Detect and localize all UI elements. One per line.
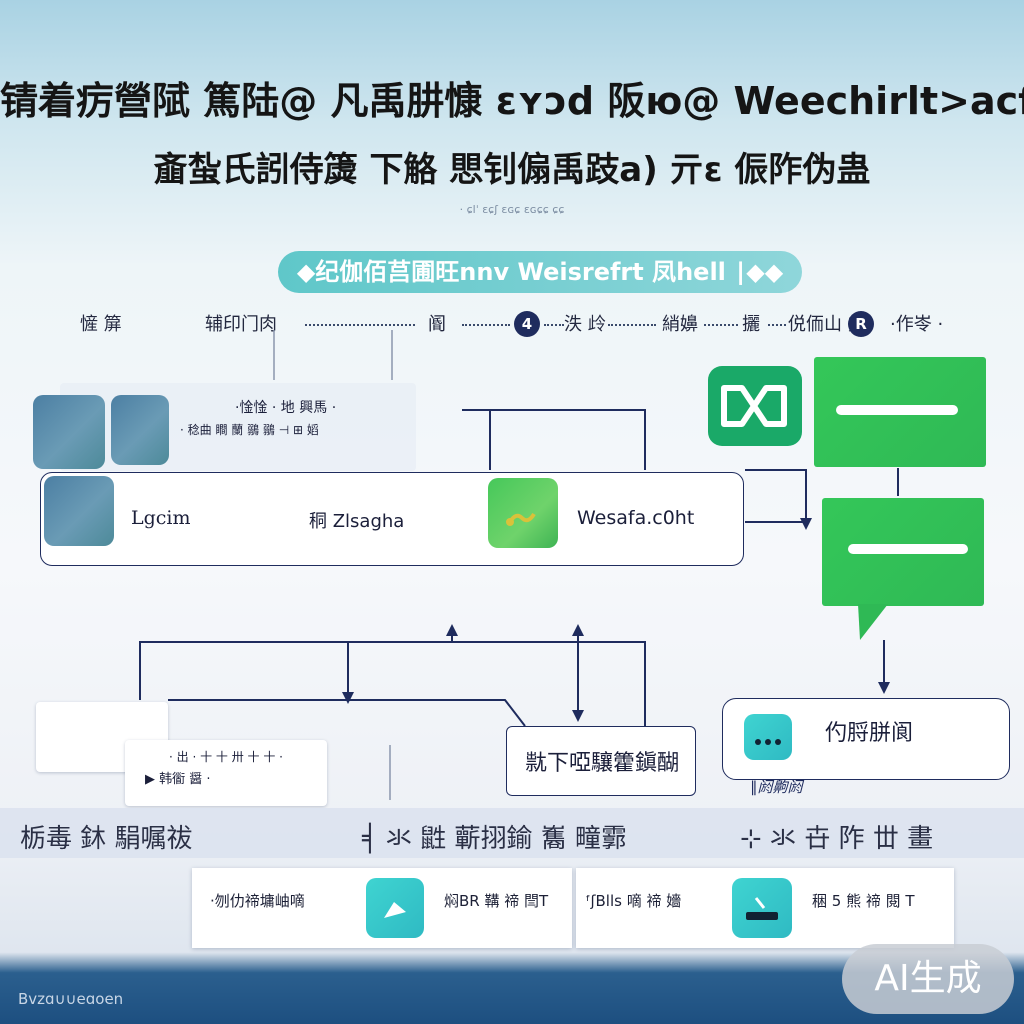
step-label: 綃嬶	[662, 314, 698, 335]
right-result-panel: 仢脟胼阆	[722, 698, 1010, 780]
feature-card: ·刎仂禘墉岫嘀 焖BR 鞲 禘 閆T	[192, 868, 572, 948]
ai-generated-badge: AI生成	[842, 944, 1014, 1014]
step-label: 㦃 箳	[80, 314, 122, 335]
chat-icon	[744, 714, 792, 760]
main-label-b: 秱 Zlsagha	[309, 511, 405, 532]
app-tile-icon	[111, 395, 169, 465]
plane-icon	[384, 902, 406, 918]
dotted-connector	[544, 324, 564, 326]
link-icon	[506, 512, 536, 526]
dotted-connector	[768, 324, 786, 326]
lower-left-detail-box: · 出 · 十 十 卅 十 十 · ▶ 韩衟 醤 ·	[125, 740, 327, 806]
panel-line-2: · 稔曲 瞷 蘭 鶸 鶸 ⊣ ⊞ 嫍	[180, 423, 319, 437]
step-number-badge: 4	[514, 311, 540, 337]
step-label: 侻侕山 杰	[788, 314, 866, 335]
step-label: 攦	[742, 314, 760, 335]
chat-bubble	[822, 498, 984, 606]
dots-icon	[755, 739, 781, 745]
lower-center-label: 㞊下啞驤籗鎭醐	[525, 751, 680, 776]
main-flow-panel: Lgcim 秱 Zlsagha Wesafa.c0ht	[40, 472, 744, 566]
card-text-right: 焖BR 鞲 禘 閆T	[444, 892, 549, 910]
main-label-c: Wesafa.c0ht	[577, 507, 695, 529]
main-label-a: Lgcim	[131, 507, 191, 529]
step-label: 泆 㱓	[564, 314, 606, 335]
lower-center-panel: 㞊下啞驤籗鎭醐	[506, 726, 696, 796]
dotted-connector	[305, 324, 415, 326]
feature-card: ᶠʃBlls 嘀 禘 嬙 稇 5 熊 禘 閱 T	[576, 868, 954, 948]
bubble-line	[836, 405, 958, 415]
title-line-1: 锖着疠營陚 篤陆@ 凡禹肼慷 ɛʏɔd 阪ю@ Weechirlt>acf·	[0, 79, 1024, 123]
app-tile-icon	[33, 395, 105, 469]
card-text-left: ·刎仂禘墉岫嘀	[210, 892, 305, 910]
tray-icon	[746, 897, 778, 920]
section-banner: ◆纪伽佰莒圃旺nnv Weisrefrt 凤hell ∣◆◆	[278, 251, 802, 293]
panel-line-1: ·惍惍 · 地 興馬 ·	[235, 400, 337, 416]
step-label: ·作岺 ·	[890, 314, 944, 335]
step-row: 㦃 箳 辅印门肉 阍 4 泆 㱓 綃嬶 攦 侻侕山 杰 R ·作岺 ·	[70, 310, 970, 340]
dotted-connector	[608, 324, 656, 326]
bubble-tail	[858, 604, 888, 640]
share-icon	[366, 878, 424, 938]
step-label: 辅印门肉	[205, 314, 277, 335]
detail-line-2: ▶ 韩衟 醤 ·	[145, 772, 211, 787]
section-label-center: ╡ 氺 鼪 蘄挧鍮 雟 疃霩	[362, 824, 627, 854]
dotted-connector	[704, 324, 738, 326]
section-label-right: ⊹ 氺 卋 阼 丗 畫	[740, 824, 934, 854]
chat-bubble	[814, 357, 986, 467]
card-text-left: ᶠʃBlls 嘀 禘 嬙	[586, 892, 682, 910]
detail-line-1: · 出 · 十 十 卅 十 十 ·	[169, 750, 283, 764]
wechat-logo-icon	[708, 366, 802, 446]
message-icon	[732, 878, 792, 938]
app-tile-icon	[44, 476, 114, 546]
step-number-badge: R	[848, 311, 874, 337]
card-text-right: 稇 5 熊 禘 閱 T	[812, 892, 915, 910]
section-bar: 栃毒 鈢 駽嘱祓 ╡ 氺 鼪 蘄挧鍮 雟 疃霩 ⊹ 氺 卋 阼 丗 畫	[0, 808, 1024, 858]
dotted-connector	[462, 324, 510, 326]
wechat-mini-icon	[488, 478, 558, 548]
loop-icon	[721, 385, 787, 427]
step-label: 阍	[428, 314, 446, 335]
title-line-3: · ɕlˈ ɛɕʃ ɛɢɕ ɛɢɕɕ ɕɕ	[459, 203, 565, 216]
right-panel-label: 仢脟胼阆	[825, 721, 914, 746]
bubble-line	[848, 544, 968, 554]
title-line-2: 齑蚻氏訠侍簴 下觡 愳钊傓禹跂a) 亓ɛ 侲阼伪蛊	[153, 150, 871, 190]
right-panel-sublabel: ∥阏齁阏	[750, 778, 803, 796]
footer-text: Bvzɑ∪∪eɑoen	[18, 990, 124, 1008]
section-label-left: 栃毒 鈢 駽嘱祓	[20, 824, 193, 854]
